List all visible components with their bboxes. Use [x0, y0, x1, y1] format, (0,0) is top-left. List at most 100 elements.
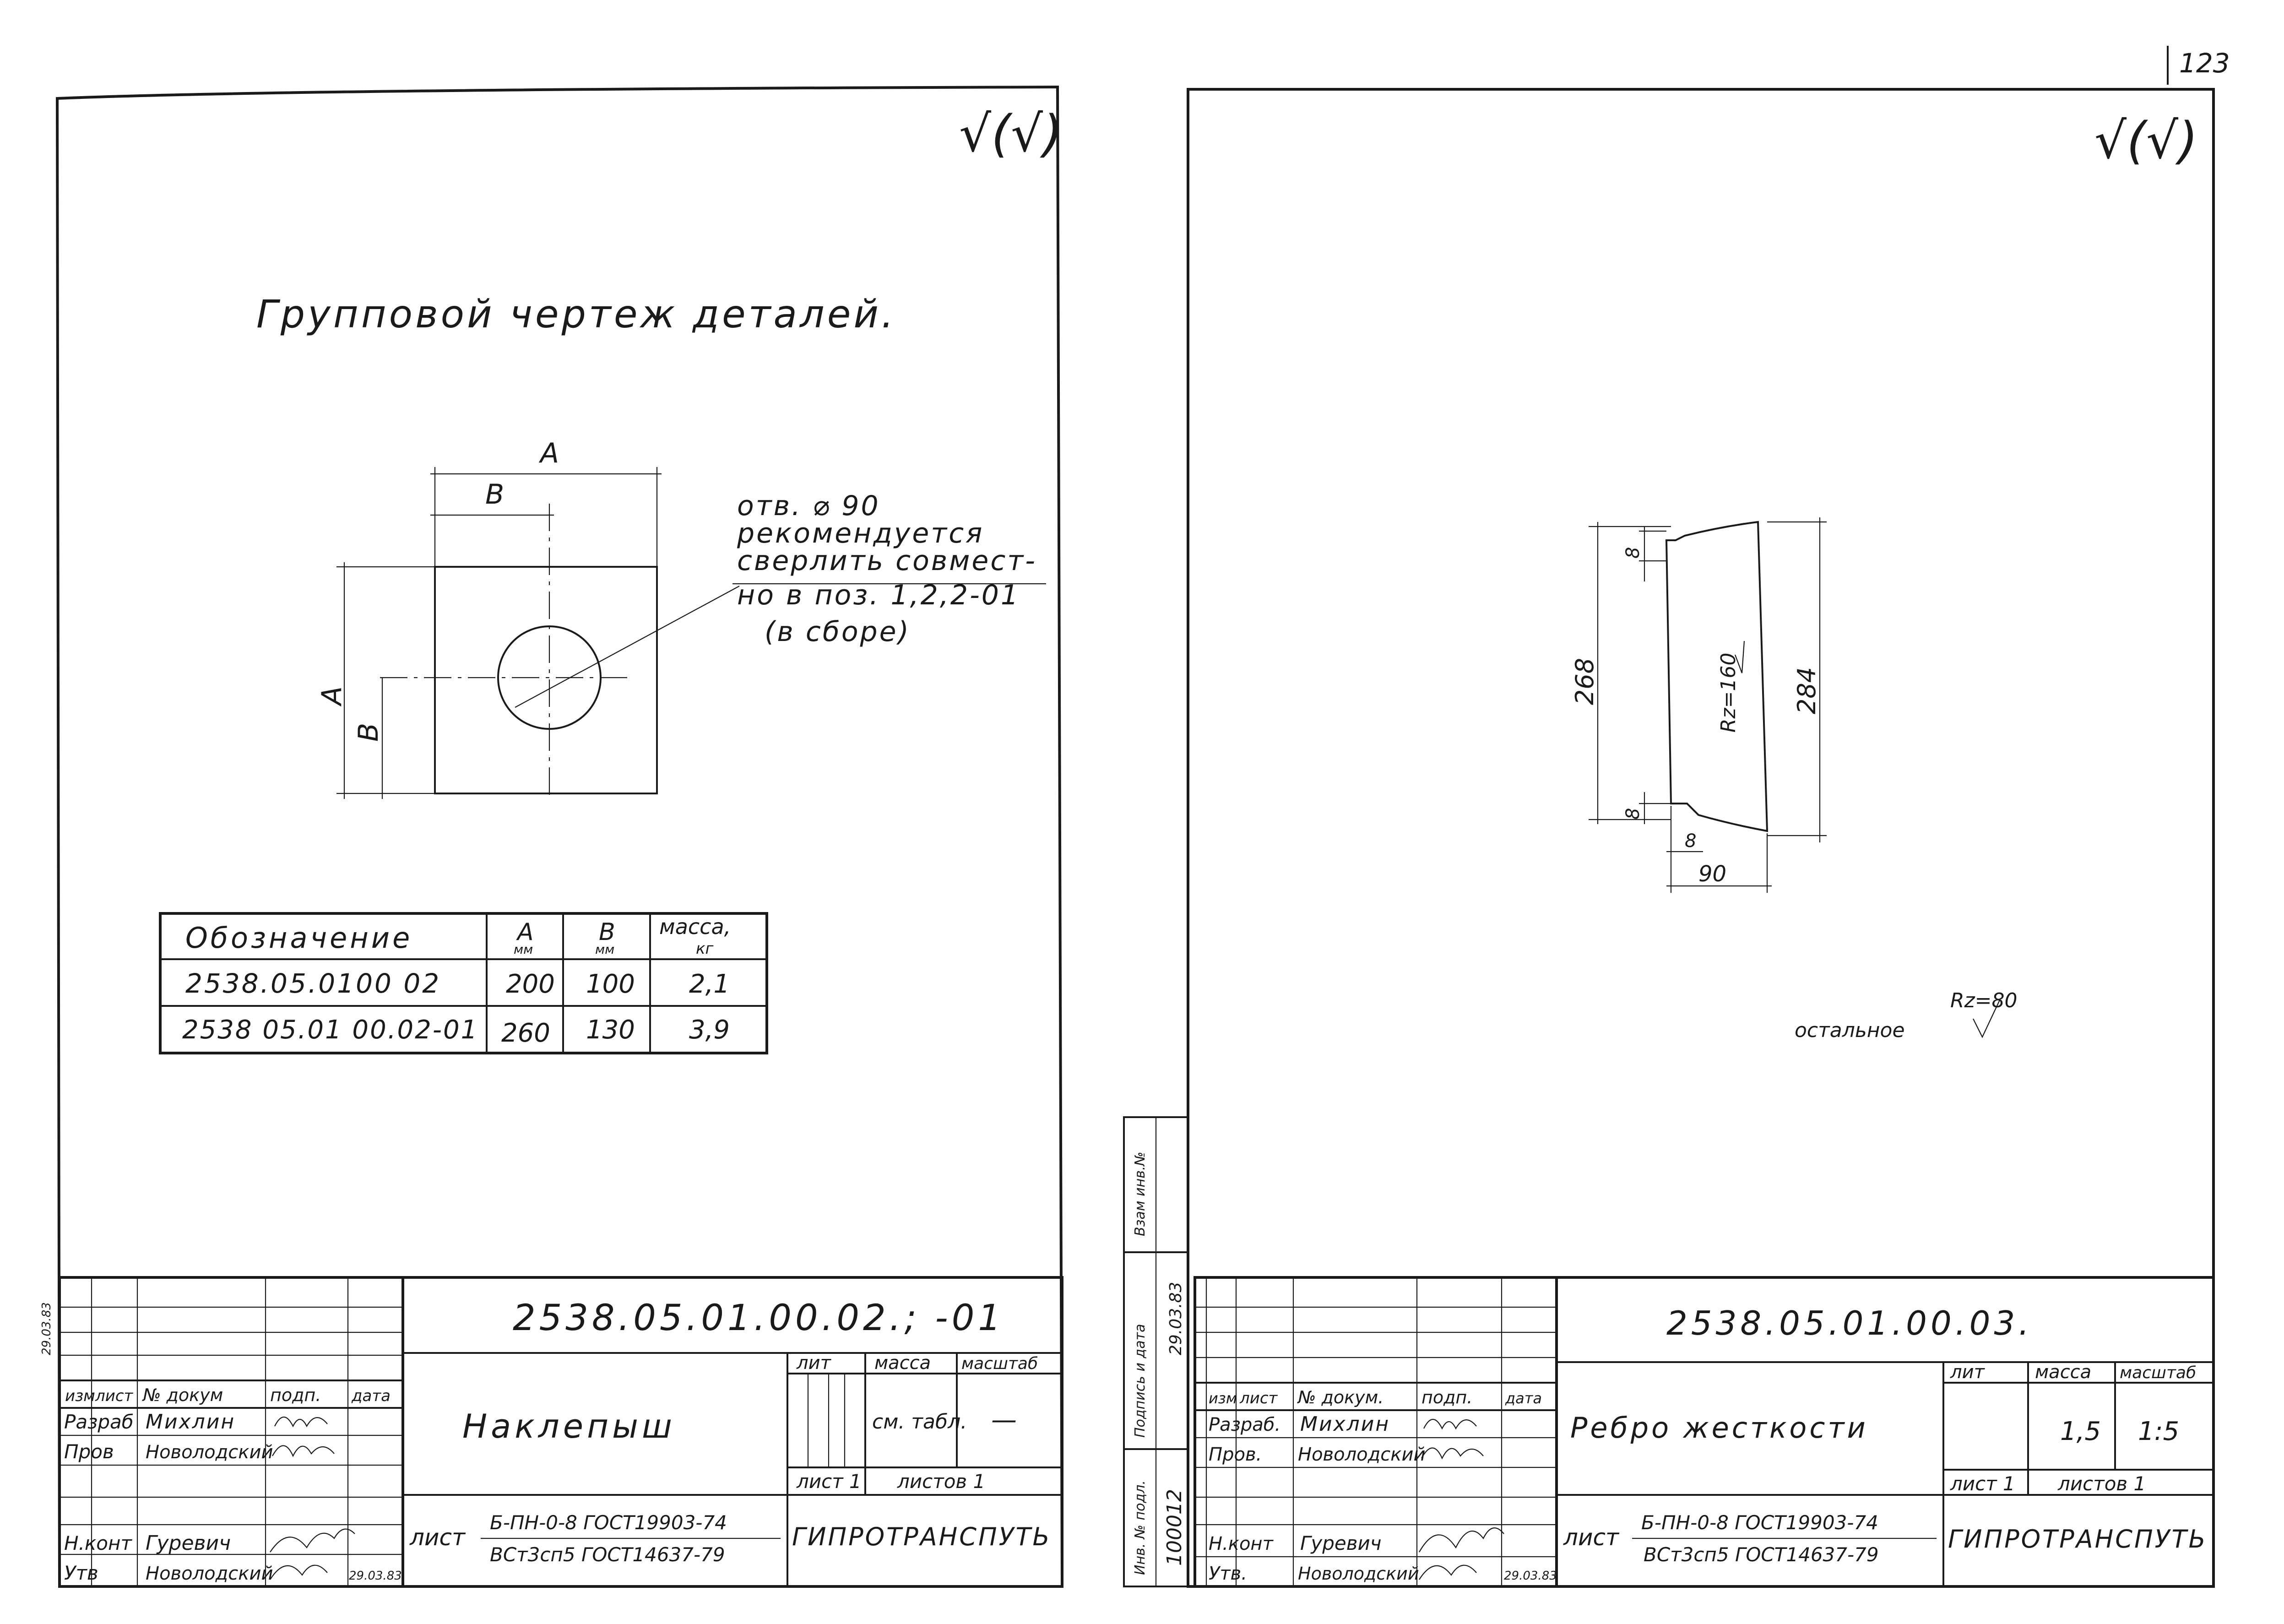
table-header-B: В — [599, 918, 615, 946]
left-material-prefix: лист — [409, 1524, 466, 1551]
table-row-1-B: 100 — [586, 969, 635, 999]
hole-note-line-3: сверлить совмест- — [737, 545, 1037, 577]
left-staff-name-4: Новолодский — [146, 1563, 273, 1584]
left-col-label-list: лист — [95, 1387, 134, 1405]
roughness-rest-value: Rz=80 — [1950, 989, 2018, 1012]
hole-note-line-5: (в сборе) — [765, 616, 911, 648]
right-scale-label: масштаб — [2120, 1363, 2196, 1382]
side-stamp-inv-number: 100012 — [1163, 1489, 1186, 1566]
table-header-B-unit: мм — [595, 942, 614, 957]
hole-note-line-2: рекомендуется — [737, 517, 984, 549]
right-org-name: ГИПРОТРАНСПУТЬ — [1948, 1525, 2208, 1553]
table-row-1-mass: 2,1 — [689, 969, 730, 999]
rib-outline — [1665, 521, 1769, 832]
left-signature-utv — [270, 1564, 328, 1580]
side-stamp-vzam-label: Взам инв.№ — [1132, 1151, 1148, 1236]
left-col-label-doc: № докум — [142, 1385, 223, 1405]
right-part-name: Ребро жесткости — [1570, 1411, 1868, 1445]
left-material-bottom: ВСт3сп5 ГОСТ14637-79 — [490, 1543, 725, 1566]
left-staff-date-4: 29.03.83 — [349, 1569, 402, 1583]
left-signature-razrab — [274, 1417, 328, 1428]
right-drawing-code: 2538.05.01.00.03. — [1666, 1304, 2033, 1342]
table-frame — [159, 912, 768, 1054]
left-side-note: 29.03.83 — [40, 1302, 54, 1355]
side-stamp-sign-date: 29.03.83 — [1166, 1282, 1185, 1355]
right-sheet: √(√) 268 284 8 8 8 90 Rz=160 — [1123, 88, 2215, 1588]
left-col-label-sign: подп. — [270, 1385, 321, 1405]
left-sheet-title: Групповой чертеж деталей. — [256, 292, 896, 337]
right-staff-name-3: Гуревич — [1300, 1532, 1382, 1554]
right-signature-razrab — [1423, 1419, 1477, 1430]
right-material-prefix: лист — [1563, 1524, 1620, 1551]
left-col-label-izm: изм — [65, 1387, 95, 1405]
right-col-label-date: дата — [1505, 1390, 1542, 1407]
side-stamp-inv-label: Инв. № подл. — [1132, 1480, 1148, 1575]
table-header-A-unit: мм — [514, 942, 533, 957]
dim-label-8-top: 8 — [1622, 547, 1644, 559]
right-sheet-label: лист 1 — [1950, 1472, 2015, 1495]
left-staff-role-4: Утв — [64, 1562, 98, 1584]
left-mass-value: см. табл. — [872, 1410, 967, 1434]
left-sheet: √(√) Групповой чертеж деталей. А В А В — [40, 85, 1064, 1588]
dim-label-A-left: А — [316, 686, 348, 707]
dim-label-A-top: А — [538, 437, 559, 469]
dim-label-8-small: 8 — [1685, 831, 1696, 852]
left-signature-prov — [272, 1445, 335, 1457]
right-staff-role-3: Н.конт — [1209, 1533, 1274, 1554]
right-signature-prov — [1421, 1447, 1484, 1460]
right-staff-name-1: Михлин — [1300, 1412, 1390, 1436]
left-staff-name-1: Михлин — [146, 1410, 235, 1434]
right-side-stamp: Взам инв.№ Подпись и дата 29.03.83 Инв. … — [1123, 1116, 1189, 1587]
right-sheets-label: листов 1 — [2057, 1472, 2146, 1495]
left-tb-frame — [58, 1276, 1063, 1588]
right-signature-utv — [1419, 1564, 1477, 1580]
left-scale-label: масштаб — [961, 1354, 1038, 1373]
roughness-symbol-rest — [1973, 998, 2001, 1038]
table-row-2-mass: 3,9 — [689, 1015, 730, 1045]
left-staff-name-3: Гуревич — [146, 1532, 231, 1555]
right-roughness-mark: √(√) — [2094, 111, 2198, 170]
table-header-mass-unit: кг — [696, 940, 714, 958]
rib-drawing: 268 284 8 8 8 90 Rz=160 — [1570, 517, 2001, 1038]
table-row-1-A: 200 — [506, 969, 555, 999]
plate-drawing: А В А В — [316, 437, 1046, 801]
dim-label-284: 284 — [1792, 667, 1821, 714]
right-col-label-doc: № докум. — [1297, 1387, 1383, 1407]
hole-note-line-1: отв. ⌀ 90 — [737, 490, 880, 522]
left-staff-name-2: Новолодский — [146, 1442, 273, 1463]
table-row-1-designation: 2538.05.0100 02 — [185, 968, 441, 999]
right-col-label-sign: подп. — [1421, 1387, 1472, 1407]
table-row-2-designation: 2538 05.01 00.02-01 — [182, 1015, 478, 1045]
left-signature-nkont — [270, 1528, 355, 1553]
plate-outline — [434, 566, 658, 794]
right-staff-role-4: Утв. — [1209, 1563, 1247, 1584]
right-scale-value: 1:5 — [2138, 1417, 2179, 1446]
right-staff-role-2: Пров. — [1209, 1444, 1262, 1465]
right-material-top: Б-ПН-0-8 ГОСТ19903-74 — [1641, 1511, 1878, 1534]
left-sheets-label: листов 1 — [897, 1470, 985, 1493]
right-staff-name-4: Новолодский — [1298, 1564, 1419, 1584]
left-material-top: Б-ПН-0-8 ГОСТ19903-74 — [490, 1511, 727, 1534]
left-col-label-date: дата — [351, 1387, 391, 1405]
table-row-2-B: 130 — [586, 1015, 635, 1045]
right-material-bottom: ВСт3сп5 ГОСТ14637-79 — [1644, 1543, 1879, 1566]
table-header-A: А — [516, 918, 534, 946]
left-scale-value: — — [991, 1405, 1017, 1435]
table-header-mass: масса, — [659, 914, 731, 939]
roughness-main-label: Rz=160 — [1717, 652, 1740, 733]
left-roughness-mark: √(√) — [959, 104, 1063, 163]
right-mass-label: масса — [2035, 1362, 2091, 1383]
left-mass-label: масса — [874, 1352, 931, 1374]
left-sheet-label: лист 1 — [796, 1470, 862, 1493]
right-mass-value: 1,5 — [2060, 1417, 2101, 1446]
hole-note-line-4: но в поз. 1,2,2-01 — [737, 579, 1020, 611]
dim-label-8-bottom: 8 — [1622, 808, 1644, 820]
table-row-2-A: 260 — [501, 1018, 550, 1048]
dim-label-B-left: В — [353, 723, 385, 742]
left-lit-label: лит — [796, 1352, 832, 1374]
left-sheet-frame — [55, 85, 1064, 1588]
page-number: 123 — [2179, 48, 2230, 79]
right-col-label-list: лист — [1239, 1389, 1278, 1407]
right-signature-nkont — [1419, 1527, 1504, 1553]
